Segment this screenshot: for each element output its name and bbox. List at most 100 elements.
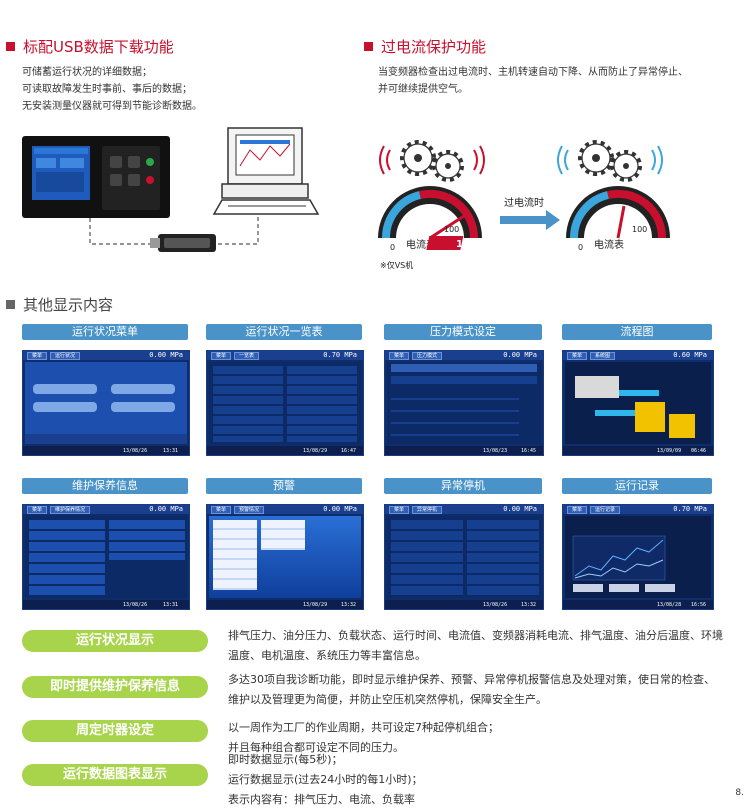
screen-date: 13/08/26 [123, 602, 148, 608]
screen-date: 13/09/09 [657, 448, 682, 454]
bullet-square-icon [364, 42, 373, 51]
feature-line: 即时数据显示(每5秒)； [228, 753, 343, 766]
gear-icon [578, 140, 614, 176]
usb-title-text: 标配USB数据下载功能 [23, 38, 174, 56]
feature-line: 排气压力、油分压力、负载状态、运行时间、电流值、变频器消耗电流、排气温度、油分后… [228, 629, 723, 642]
screen-value: 0.00 MPa [149, 351, 183, 359]
keyboard [212, 199, 320, 215]
feature-line: 维护以及管理更为简便，并防止空压机突然停机，保障安全生产。 [228, 693, 547, 706]
gauge-tick: 0 [390, 243, 395, 252]
screen-tab: 一览表 [234, 351, 260, 360]
screen-value: 0.00 MPa [503, 351, 537, 359]
screen-time: 13:32 [521, 602, 537, 608]
usb-line: 可读取故障发生时事前、事后的数据； [22, 84, 192, 95]
overcurrent-section-title: 过电流保护功能 [364, 36, 486, 57]
screen-time: 13:31 [163, 448, 179, 454]
feature-label: 运行数据图表显示 [22, 764, 208, 786]
other-title-text: 其他显示内容 [23, 296, 114, 314]
screen-caption: 维护保养信息 [22, 478, 188, 494]
screen-caption: 运行状况菜单 [22, 324, 188, 340]
screen-value: 0.70 MPa [673, 505, 707, 513]
overcurrent-line: 当变频器检查出过电流时、主机转速自动下降、从而防止了异常停止、 [378, 67, 688, 78]
gauge-tick: 100 [444, 225, 459, 234]
feature-description: 排气压力、油分压力、负载状态、运行时间、电流值、变频器消耗电流、排气温度、油分后… [228, 626, 723, 666]
screen-value: 0.60 MPa [673, 351, 707, 359]
screen-caption: 预警 [206, 478, 362, 494]
vs-note: ※仅VS机 [380, 260, 413, 270]
screen-date: 13/08/29 [303, 448, 328, 454]
percent-text: 120% [456, 239, 487, 250]
feature-line: 温度、电机温度、系统压力等丰富信息。 [228, 649, 426, 662]
feature-line: 以一周作为工厂的作业周期，共可设定7种起停机组合； [228, 721, 499, 734]
usb-section-title: 标配USB数据下载功能 [6, 36, 174, 57]
feature-description: 以一周作为工厂的作业周期，共可设定7种起停机组合； 并且每种组合都可设定不同的压… [228, 718, 499, 758]
gear-icon [610, 150, 642, 182]
arrow-label: 过电流时 [504, 196, 544, 209]
screen-time: 13:32 [341, 602, 357, 608]
feature-line: 并且每种组合都可设定不同的压力。 [228, 741, 404, 754]
gauge-tick: 100 [632, 225, 647, 234]
usb-description: 可储蓄运行状况的详细数据； 可读取故障发生时事前、事后的数据； 无安装测量仪器就… [22, 64, 202, 115]
screen-date: 13/08/26 [123, 448, 148, 454]
bullet-square-icon [6, 300, 15, 309]
screen-tab: 运行状况 [50, 351, 81, 360]
screen-caption: 异常停机 [384, 478, 542, 494]
feature-line: 多达30项自我诊断功能，即时显示维护保养、预警、异常停机报警信息及处理对策，使日… [228, 673, 715, 686]
gauge-tick: 0 [578, 243, 583, 252]
percent-badge [426, 236, 464, 250]
screen-date: 13/08/28 [657, 602, 682, 608]
feature-label: 即时提供维护保养信息 [22, 676, 208, 698]
screen-caption: 运行状况一览表 [206, 324, 362, 340]
overcurrent-illustration: 0 100 0 100 过电流时 电流表 电流表 120% ※仅VS机 [378, 140, 670, 270]
screen-tab: 异常停机 [412, 505, 443, 514]
screen-time: 16:47 [341, 448, 357, 454]
screen-date: 13/08/29 [303, 602, 328, 608]
screen-caption: 流程图 [562, 324, 712, 340]
right-arrow-icon [500, 210, 560, 230]
screen-tab: 维护保养情况 [50, 505, 91, 514]
feature-label: 周定时器设定 [22, 720, 208, 742]
bullet-square-icon [6, 42, 15, 51]
screen-value: 0.00 MPa [323, 505, 357, 513]
feature-description: 即时数据显示(每5秒)； 运行数据显示(过去24小时的每1小时)； 表示内容有：… [228, 750, 423, 810]
screen-caption: 压力模式设定 [384, 324, 542, 340]
screen-tab: 运行记录 [590, 505, 621, 514]
usb-line: 无安装测量仪器就可得到节能诊断数据。 [22, 101, 202, 112]
screen-date: 13/08/23 [483, 448, 508, 454]
feature-description: 多达30项自我诊断功能，即时显示维护保养、预警、异常停机报警信息及处理对策，使日… [228, 670, 715, 710]
screen-caption: 运行记录 [562, 478, 712, 494]
page-number: 8. [735, 788, 744, 798]
screen-time: 16:56 [691, 602, 707, 608]
gear-icon [400, 140, 436, 176]
screen-tab: 系统图 [590, 351, 616, 360]
usb-line: 可储蓄运行状况的详细数据； [22, 67, 152, 78]
screen-time: 06:46 [691, 448, 707, 454]
overcurrent-line: 并可继续提供空气。 [378, 84, 468, 95]
screen-date: 13/08/26 [483, 602, 508, 608]
screen-tab: 压力模式 [412, 351, 443, 360]
overcurrent-description: 当变频器检查出过电流时、主机转速自动下降、从而防止了异常停止、 并可继续提供空气… [378, 64, 688, 98]
gear-icon [432, 150, 464, 182]
screen-value: 0.00 MPa [149, 505, 183, 513]
feature-label: 运行状况显示 [22, 630, 208, 652]
feature-line: 表示内容有：排气压力、电流、负载率 [228, 793, 415, 806]
feature-line: 运行数据显示(过去24小时的每1小时)； [228, 773, 423, 786]
screen-value: 0.00 MPa [503, 505, 537, 513]
screen-time: 13:31 [163, 602, 179, 608]
gauge-label-right: 电流表 [594, 238, 624, 251]
overcurrent-title-text: 过电流保护功能 [381, 38, 487, 56]
screen-value: 0.70 MPa [323, 351, 357, 359]
usb-illustration [22, 127, 320, 252]
current-gauge-left: 0 100 [378, 186, 482, 252]
screen-time: 16:45 [521, 448, 537, 454]
screen-tab: 预警情况 [234, 505, 265, 514]
other-section-title: 其他显示内容 [6, 294, 113, 315]
